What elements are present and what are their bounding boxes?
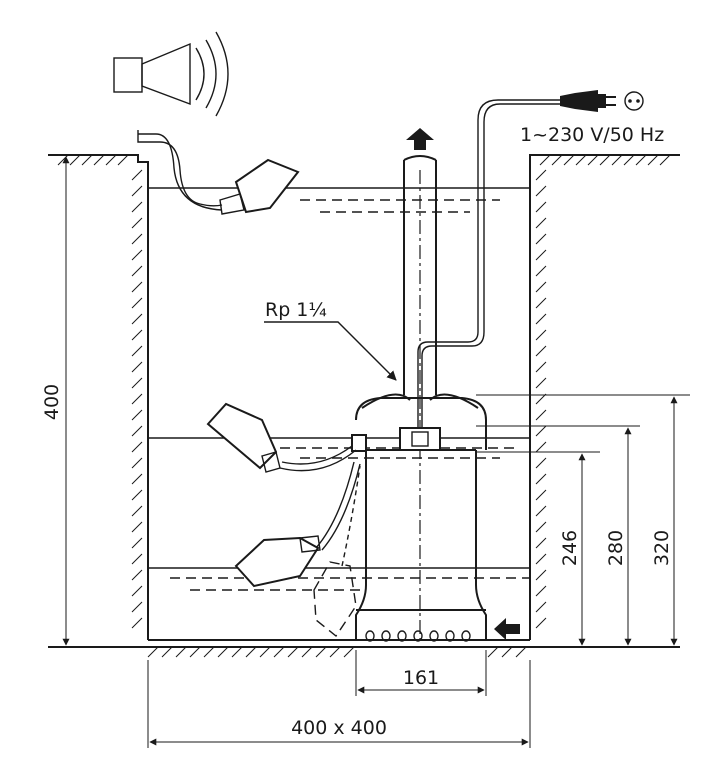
hatching-right-wall [535,169,547,629]
dim-pump-height: 320 [651,396,678,646]
power-cable [417,99,560,428]
left-wall [48,154,149,640]
pump-width-label: 161 [403,667,439,689]
hatching-top-left [57,154,129,166]
hatching-top-right [539,154,671,166]
right-wall [529,154,680,640]
pump-body [355,450,487,641]
dim-shaft-size: 400 x 400 [147,660,531,748]
dim-extension-lines [476,394,690,453]
intake-strainer [365,630,471,642]
mains-plug-icon [560,90,616,112]
pump-height-label: 320 [651,530,673,566]
discharge-pipe [403,155,437,640]
connection-box [399,427,441,451]
outlet-thread-label: Rp 1¼ [265,299,327,321]
dim-level-off: 246 [559,453,586,646]
alarm-horn-icon [113,31,229,117]
float-switch-upper [206,402,281,473]
power-supply-label: 1~230 V/50 Hz [520,124,664,146]
outlet-flow-arrow-icon [406,128,434,150]
pump-handle [361,393,479,409]
float-switch-lower-dropped [313,561,357,638]
dim-pump-width: 161 [355,650,487,696]
float-cable-clamp [351,434,367,452]
level-on-label: 280 [605,530,627,566]
outlet-thread-callout: Rp 1¼ [264,299,397,381]
hatching-left-wall [131,169,143,629]
dim-level-on: 280 [605,427,632,646]
socket-icon [624,91,644,111]
pump [351,393,487,642]
shaft-size-label: 400 x 400 [291,717,387,739]
float-switch-lower [234,535,321,588]
shaft-height-label: 400 [41,384,63,420]
hatching-floor [147,646,527,658]
shaft-walls [48,154,680,658]
float-switch-icon [219,158,300,215]
inlet-flow-arrow-icon [494,618,520,640]
float-cable-lower [315,461,361,567]
water-levels [148,187,530,591]
dim-shaft-height: 400 [41,156,70,646]
float-cable-upper [279,445,357,472]
level-off-label: 246 [559,530,581,566]
alarm-float-cable [137,130,223,211]
